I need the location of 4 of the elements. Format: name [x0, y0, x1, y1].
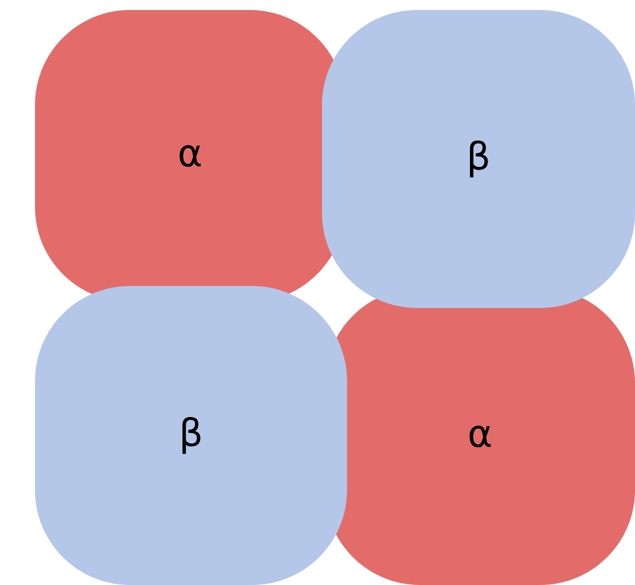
- rounded-box: β: [35, 286, 347, 585]
- rounded-box: α: [35, 10, 345, 302]
- rounded-box: α: [325, 288, 635, 585]
- rounded-box: β: [322, 10, 635, 308]
